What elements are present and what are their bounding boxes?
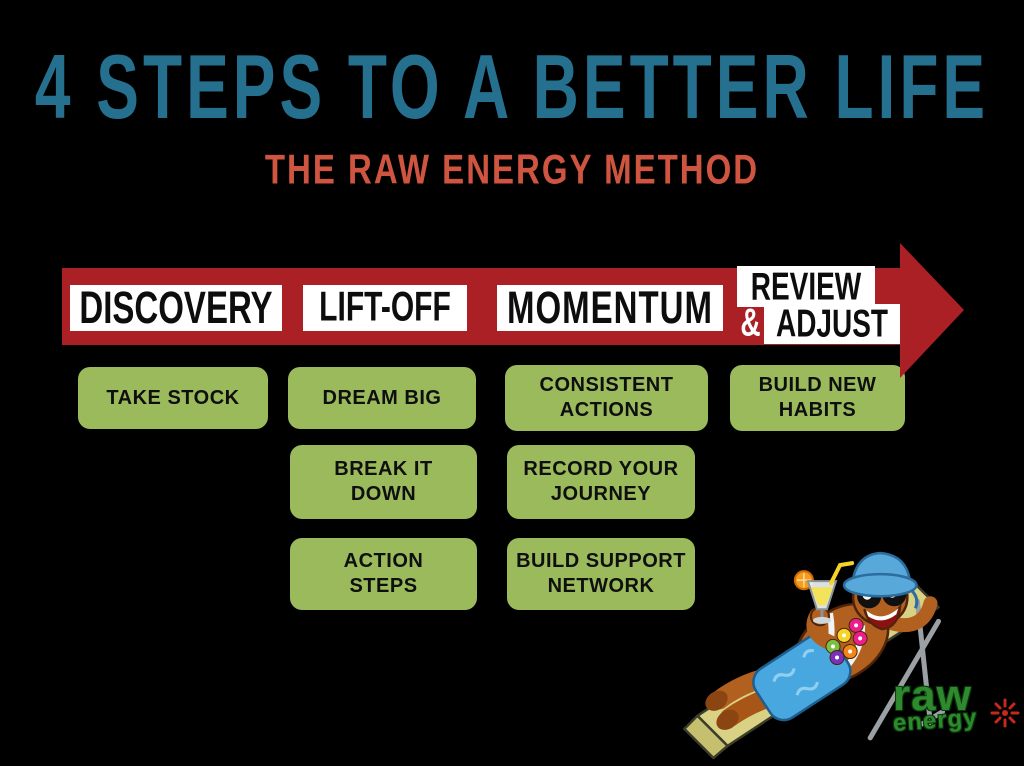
- item-break-it-down-line2: DOWN: [350, 483, 417, 505]
- process-arrow-head: [900, 243, 964, 378]
- item-consistent-actions-line1: CONSISTENT: [539, 374, 674, 396]
- item-consistent-actions: CONSISTENT ACTIONS: [505, 365, 708, 431]
- step-label-review-text: REVIEW: [750, 264, 862, 308]
- starburst-icon: [990, 698, 1020, 728]
- item-record-your-journey-line2: JOURNEY: [550, 483, 652, 505]
- item-dream-big-line1: DREAM BIG: [322, 386, 442, 409]
- logo-raw-text: raw: [893, 671, 972, 720]
- item-build-new-habits-line1: BUILD NEW: [758, 374, 877, 396]
- step-label-adjust-text: ADJUST: [775, 301, 888, 345]
- item-take-stock-line1: TAKE STOCK: [106, 386, 240, 409]
- step-label-lift-off-text: LIFT-OFF: [319, 284, 451, 331]
- item-consistent-actions-line2: ACTIONS: [559, 399, 654, 421]
- page-title: 4 STEPS TO A BETTER LIFE: [34, 35, 990, 138]
- item-break-it-down: BREAK IT DOWN: [290, 445, 477, 519]
- page-subtitle: THE RAW ENERGY METHOD: [264, 146, 760, 193]
- item-build-support-network: BUILD SUPPORT NETWORK: [507, 538, 695, 610]
- step-label-review: REVIEW: [737, 264, 875, 308]
- mascot-illustration-icon: [683, 551, 946, 760]
- raw-energy-logo: raw energy: [892, 671, 979, 737]
- step-label-adjust: ADJUST: [764, 301, 900, 345]
- item-record-your-journey-line1: RECORD YOUR: [523, 458, 679, 480]
- item-action-steps-line1: ACTION: [343, 550, 424, 572]
- item-take-stock: TAKE STOCK: [78, 367, 268, 429]
- item-break-it-down-line1: BREAK IT: [334, 458, 433, 480]
- item-record-your-journey: RECORD YOUR JOURNEY: [507, 445, 695, 519]
- item-action-steps: ACTION STEPS: [290, 538, 477, 610]
- item-build-support-network-line1: BUILD SUPPORT: [516, 550, 686, 572]
- step-label-momentum: MOMENTUM: [497, 281, 723, 333]
- step-label-discovery: DISCOVERY: [70, 281, 282, 333]
- step-label-discovery-text: DISCOVERY: [79, 281, 273, 333]
- logo-energy-text: energy: [892, 704, 979, 737]
- item-build-new-habits-line2: HABITS: [778, 399, 857, 421]
- step-label-lift-off: LIFT-OFF: [303, 285, 467, 331]
- item-build-support-network-line2: NETWORK: [547, 575, 655, 597]
- step-label-ampersand: &: [740, 300, 761, 344]
- item-build-new-habits: BUILD NEW HABITS: [730, 365, 905, 431]
- item-action-steps-line2: STEPS: [349, 575, 418, 597]
- item-dream-big: DREAM BIG: [288, 367, 476, 429]
- step-label-momentum-text: MOMENTUM: [507, 281, 713, 333]
